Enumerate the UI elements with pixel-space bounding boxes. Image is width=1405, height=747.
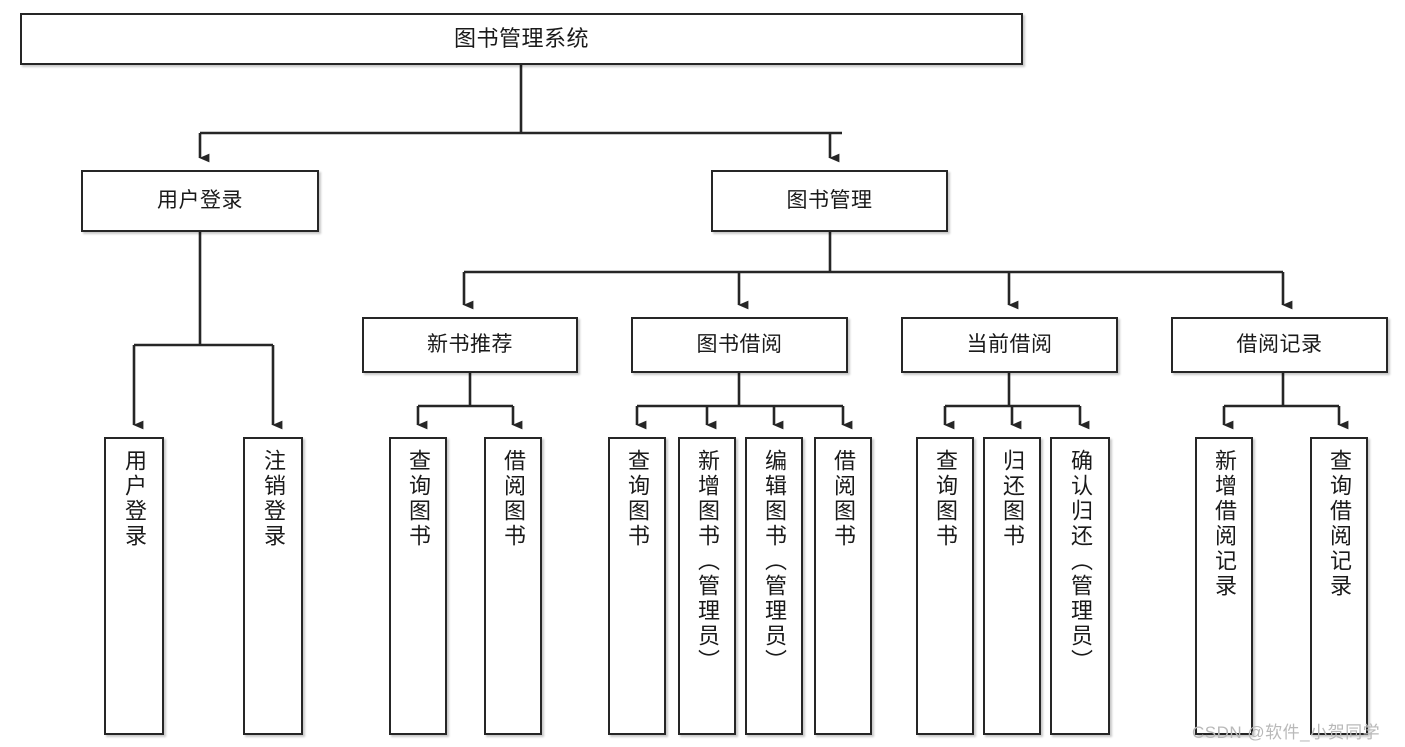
- node-leaf-borrow-book[interactable]: 借阅图书: [814, 437, 872, 735]
- node-leaf-edit-book-admin[interactable]: 编辑图书（管理员）: [745, 437, 803, 735]
- node-new-book-recommend-label: 新书推荐: [427, 332, 513, 356]
- node-book-manage-label: 图书管理: [786, 188, 873, 212]
- node-leaf-add-borrow-record-label: 新增借阅记录: [1211, 449, 1237, 599]
- node-leaf-edit-book-admin-label: 编辑图书（管理员）: [761, 449, 787, 674]
- node-leaf-add-book-admin-label: 新增图书（管理员）: [694, 449, 720, 674]
- node-root[interactable]: 图书管理系统: [20, 13, 1023, 65]
- node-user-login[interactable]: 用户登录: [81, 170, 319, 232]
- node-leaf-add-book-admin[interactable]: 新增图书（管理员）: [678, 437, 736, 735]
- node-borrow-record-label: 借阅记录: [1236, 332, 1323, 356]
- node-leaf-query-book-cur[interactable]: 查询图书: [916, 437, 974, 735]
- node-book-borrow-label: 图书借阅: [696, 332, 783, 356]
- node-leaf-query-book-cur-label: 查询图书: [932, 449, 958, 549]
- node-book-borrow[interactable]: 图书借阅: [631, 317, 848, 373]
- node-leaf-borrow-book-rec[interactable]: 借阅图书: [484, 437, 542, 735]
- node-new-book-recommend[interactable]: 新书推荐: [362, 317, 578, 373]
- node-leaf-query-book-rec-label: 查询图书: [405, 449, 431, 549]
- node-leaf-user-login-label: 用户登录: [121, 449, 147, 549]
- node-current-borrow-label: 当前借阅: [966, 332, 1053, 356]
- node-leaf-add-borrow-record[interactable]: 新增借阅记录: [1195, 437, 1253, 735]
- node-leaf-return-book[interactable]: 归还图书: [983, 437, 1041, 735]
- node-user-login-label: 用户登录: [157, 188, 243, 212]
- node-leaf-borrow-book-label: 借阅图书: [830, 449, 856, 549]
- node-root-label: 图书管理系统: [453, 26, 589, 52]
- node-leaf-return-book-label: 归还图书: [999, 449, 1025, 549]
- node-leaf-query-book-rec[interactable]: 查询图书: [389, 437, 447, 735]
- node-leaf-user-login[interactable]: 用户登录: [104, 437, 164, 735]
- node-leaf-logout[interactable]: 注销登录: [243, 437, 303, 735]
- node-leaf-query-borrow-record-label: 查询借阅记录: [1326, 449, 1352, 599]
- node-borrow-record[interactable]: 借阅记录: [1171, 317, 1388, 373]
- node-leaf-borrow-book-rec-label: 借阅图书: [500, 449, 526, 549]
- node-leaf-confirm-return-admin-label: 确认归还（管理员）: [1067, 449, 1093, 674]
- node-leaf-query-book[interactable]: 查询图书: [608, 437, 666, 735]
- node-leaf-logout-label: 注销登录: [260, 449, 286, 549]
- node-leaf-confirm-return-admin[interactable]: 确认归还（管理员）: [1050, 437, 1110, 735]
- node-current-borrow[interactable]: 当前借阅: [901, 317, 1118, 373]
- csdn-watermark: CSDN @软件_小贺同学: [1192, 723, 1381, 742]
- node-leaf-query-book-label: 查询图书: [624, 449, 650, 549]
- node-book-manage[interactable]: 图书管理: [711, 170, 948, 232]
- node-leaf-query-borrow-record[interactable]: 查询借阅记录: [1310, 437, 1368, 735]
